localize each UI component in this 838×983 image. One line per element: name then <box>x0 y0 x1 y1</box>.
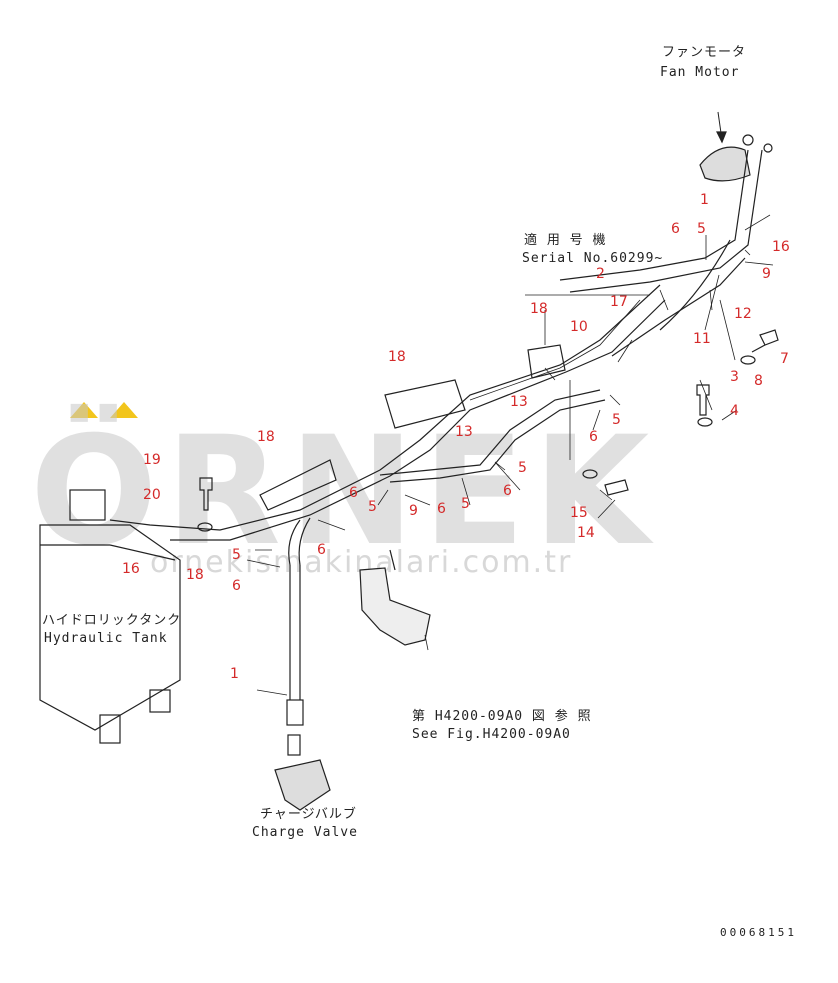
callout-number: 10 <box>570 319 588 335</box>
fan-motor-label-jp: ファンモータ <box>662 45 747 60</box>
callout-number: 13 <box>455 424 473 440</box>
callout-number: 1 <box>230 666 239 682</box>
bolt-icon-3 <box>751 329 779 353</box>
callout-number: 3 <box>730 369 739 385</box>
bolt-icon-2 <box>696 384 710 416</box>
callout-number: 18 <box>530 301 548 317</box>
fan-motor-icon <box>699 146 751 182</box>
callout-number: 15 <box>570 505 588 521</box>
tank-label-jp: ハイドロリックタンク <box>42 613 182 628</box>
callout-number: 6 <box>317 542 326 558</box>
charge-valve-label-jp: チャージバルブ <box>260 807 357 822</box>
bolt-icon-4 <box>604 479 629 496</box>
callout-number: 14 <box>577 525 595 541</box>
callout-number: 2 <box>596 266 605 282</box>
callout-number: 18 <box>257 429 275 445</box>
bolt-icon <box>199 477 213 511</box>
callout-number: 9 <box>762 266 771 282</box>
callout-number: 5 <box>697 221 706 237</box>
callout-number: 5 <box>518 460 527 476</box>
fig-ref-label-en: See Fig.H4200-09A0 <box>412 727 571 742</box>
callout-number: 7 <box>780 351 789 367</box>
callout-number: 20 <box>143 487 161 503</box>
serial-label-jp: 適 用 号 機 <box>524 233 607 248</box>
callout-number: 6 <box>437 501 446 517</box>
callout-number: 19 <box>143 452 161 468</box>
callout-number: 8 <box>754 373 763 389</box>
callout-number: 4 <box>730 403 739 419</box>
valve-block-icon <box>359 567 431 646</box>
callout-number: 5 <box>232 547 241 563</box>
callout-number: 5 <box>368 499 377 515</box>
fig-ref-label-jp: 第 H4200-09A0 図 参 照 <box>412 709 592 724</box>
callout-number: 9 <box>409 503 418 519</box>
charge-valve-icon <box>274 759 331 811</box>
watermark-accent-icon <box>70 402 138 418</box>
callout-number: 5 <box>461 496 470 512</box>
callout-number: 18 <box>388 349 406 365</box>
callout-number: 6 <box>232 578 241 594</box>
tank-label-en: Hydraulic Tank <box>44 631 168 646</box>
fan-motor-label-en: Fan Motor <box>660 65 740 80</box>
callout-number: 12 <box>734 306 752 322</box>
callout-number: 6 <box>503 483 512 499</box>
callout-number: 18 <box>186 567 204 583</box>
serial-label-en: Serial No.60299~ <box>522 251 664 266</box>
callout-number: 17 <box>610 294 628 310</box>
callout-number: 6 <box>589 429 598 445</box>
charge-valve-label-en: Charge Valve <box>252 825 358 840</box>
callout-number: 1 <box>700 192 709 208</box>
callout-number: 16 <box>122 561 140 577</box>
callout-number: 5 <box>612 412 621 428</box>
drawing-number: 00068151 <box>720 926 797 939</box>
callout-number: 6 <box>671 221 680 237</box>
callout-number: 6 <box>349 485 358 501</box>
callout-number: 13 <box>510 394 528 410</box>
callout-number: 16 <box>772 239 790 255</box>
callout-number: 11 <box>693 331 711 347</box>
hydraulic-tank-icon <box>39 524 181 731</box>
